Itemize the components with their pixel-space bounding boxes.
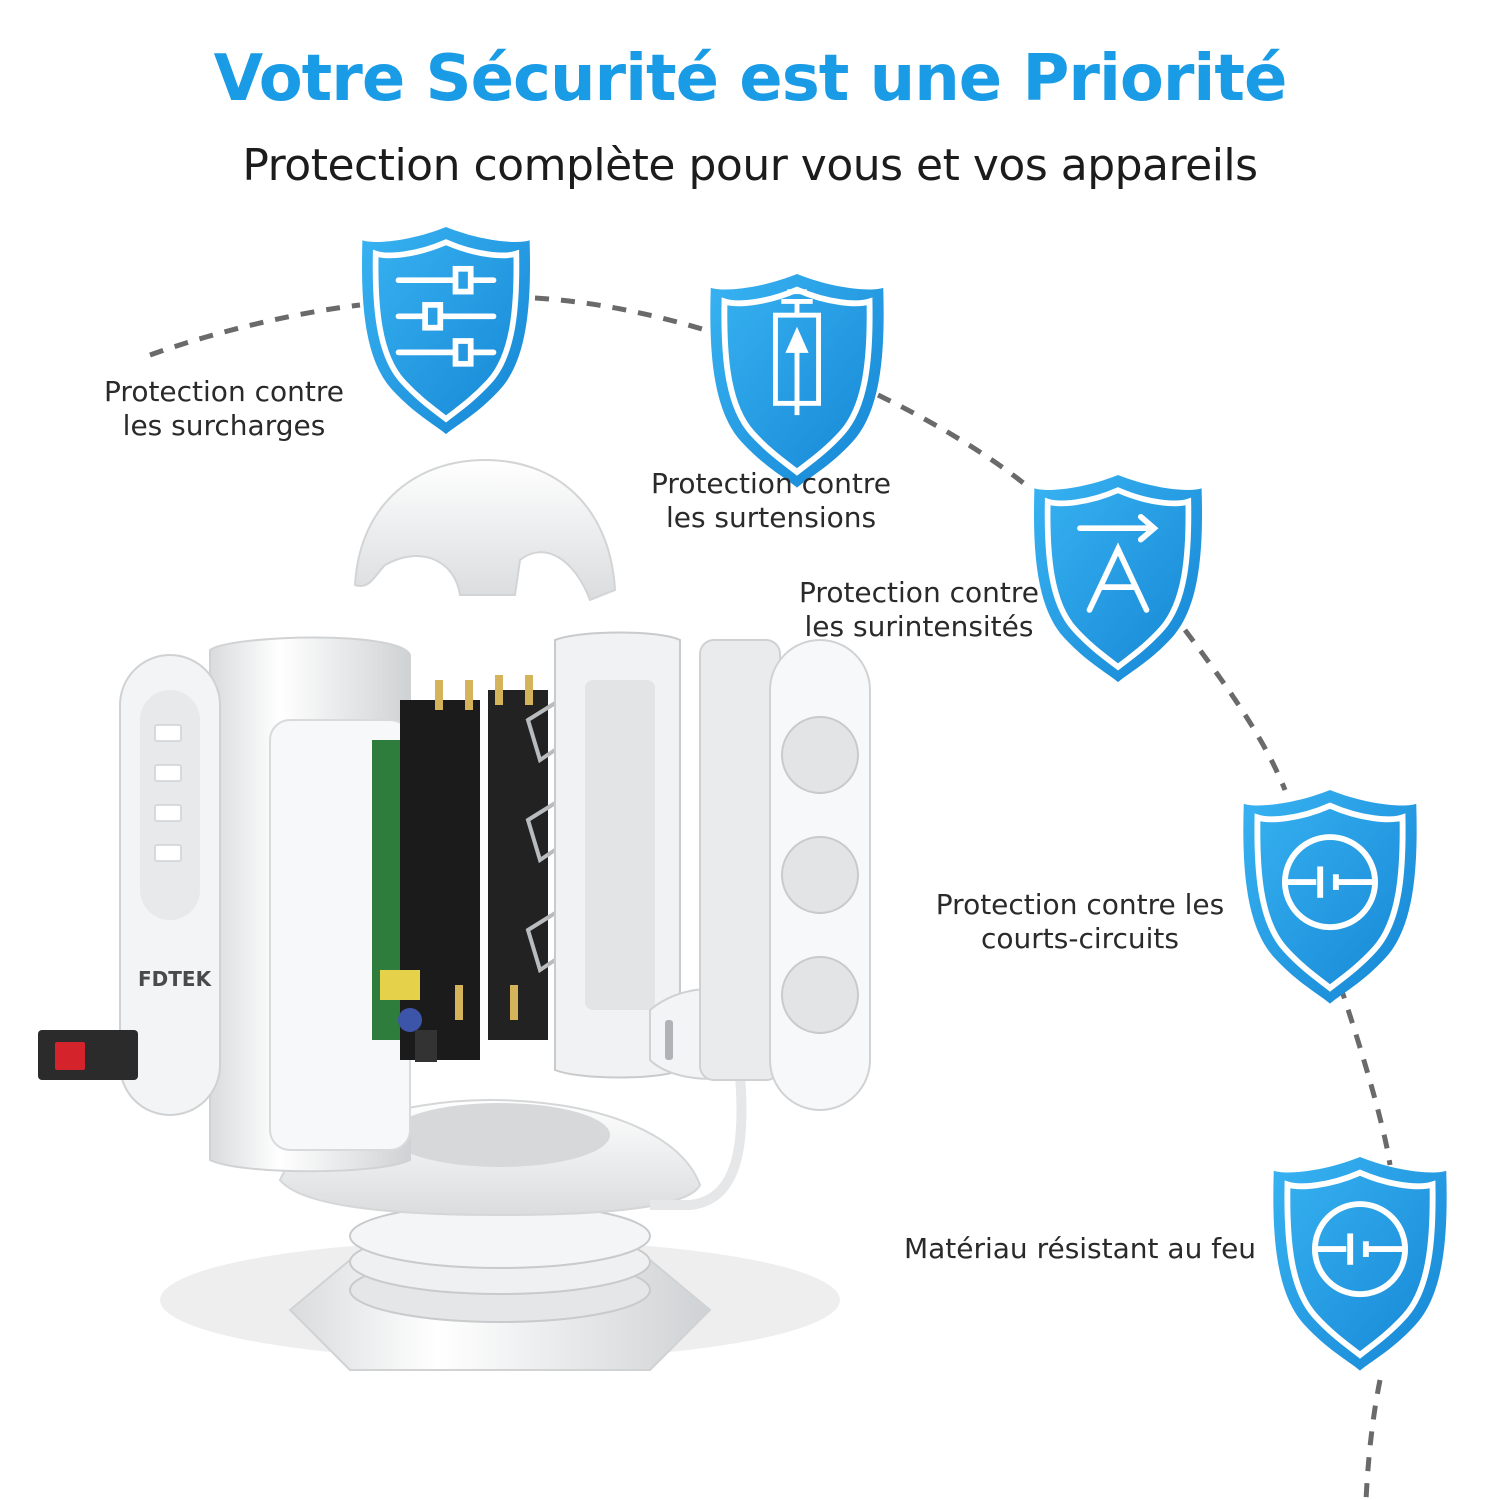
feature-label-short-circuit: Protection contre les courts-circuits [930, 888, 1230, 956]
overcurrent-a-icon [1034, 475, 1202, 682]
feature-line-1: Protection contre [651, 467, 891, 500]
feature-line-2: les surtensions [665, 501, 877, 534]
page-title: Votre Sécurité est une Priorité [213, 42, 1288, 116]
feature-line-2: les surcharges [122, 409, 326, 442]
fire-resistant-icon [1273, 1157, 1446, 1371]
power-cable [650, 1074, 747, 1210]
threaded-ring [349, 1203, 651, 1323]
feature-line-2: courts-circuits [980, 922, 1179, 955]
page-subtitle: Protection complète pour vous et vos app… [242, 140, 1258, 191]
feature-line-2: les surintensités [804, 610, 1034, 643]
schuko-socket-strip [769, 639, 871, 1111]
dashed-connector-line [149, 295, 1393, 1500]
feature-label-surge: Protection contre les surtensions [645, 467, 897, 535]
brand-logo: FDTEK [138, 967, 213, 991]
feature-label-fire-resistant: Matériau résistant au feu [900, 1232, 1260, 1266]
feature-label-overcurrent: Protection contre les surintensités [793, 576, 1045, 644]
feature-line-1: Matériau résistant au feu [903, 1232, 1257, 1265]
power-switch [38, 1030, 138, 1080]
feature-line-1: Protection contre [799, 576, 1039, 609]
power-tower-exploded-view: FDTEK [38, 458, 871, 1371]
overload-switch-icon [362, 227, 530, 434]
feature-line-1: Protection contre les [935, 888, 1225, 921]
surge-arrester-icon [710, 274, 883, 488]
circuit-board [372, 675, 573, 1062]
feature-label-overload: Protection contre les surcharges [98, 375, 350, 443]
feature-line-1: Protection contre [104, 375, 344, 408]
top-dome-cap [353, 458, 617, 602]
short-circuit-icon [1243, 790, 1416, 1004]
